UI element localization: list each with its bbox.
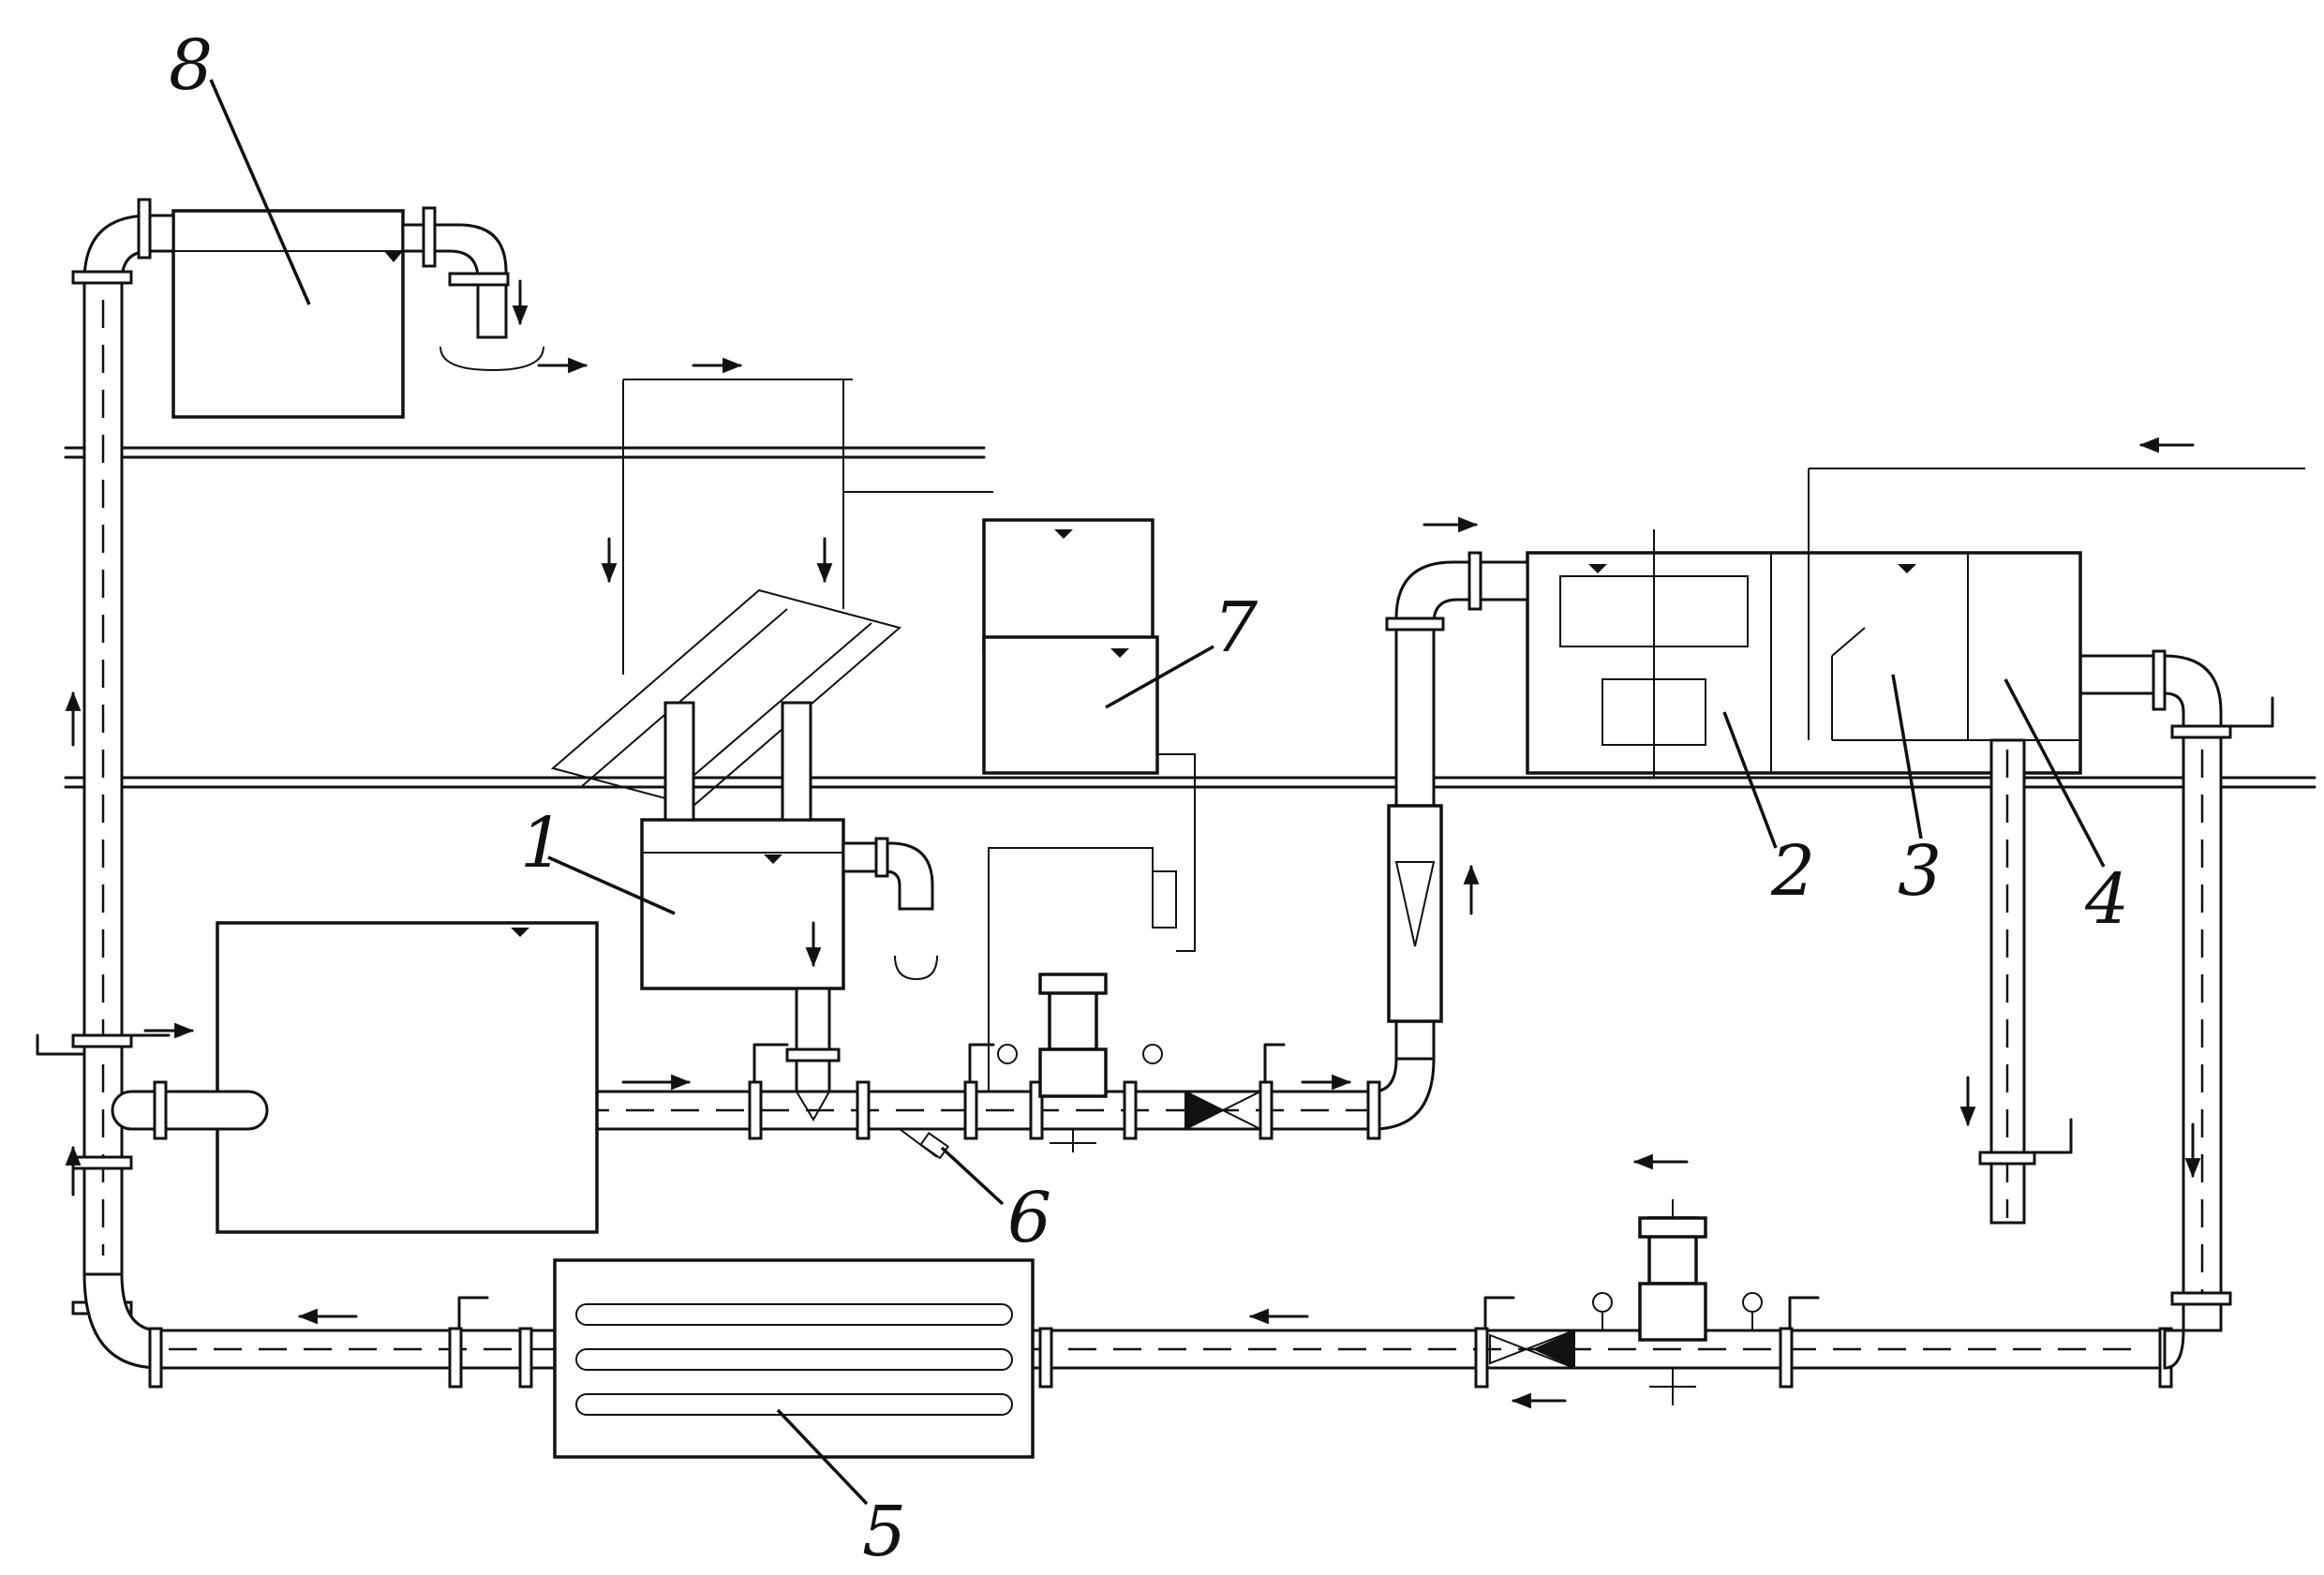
heater-5 [553,1258,1035,1459]
inclined-tube-assembly [537,357,993,822]
tank-1 [640,818,938,1122]
label-4: 4 [2084,859,2129,940]
floor-lines [64,446,2317,789]
label-2: 2 [1770,831,1815,912]
label-1: 1 [520,803,564,884]
label-7: 7 [1214,587,1258,668]
tank-7 [982,518,1196,1092]
right-riser-pipe [2069,649,2274,1370]
left-riser-pipe [36,198,175,1315]
storage-tank [111,921,599,1234]
bottom-pump [1489,1199,1763,1405]
tank-unit-2-3-4 [1526,437,2305,1225]
flowmeter-line [1385,516,1529,1061]
label-5: 5 [862,1492,906,1572]
label-6: 6 [1007,1178,1051,1258]
label-3: 3 [1898,831,1942,912]
tank-8 [171,206,544,419]
main-pipeline [551,973,1436,1160]
label-8: 8 [169,25,213,106]
callout-labels: 8 7 1 2 3 4 6 5 [169,25,2129,1572]
